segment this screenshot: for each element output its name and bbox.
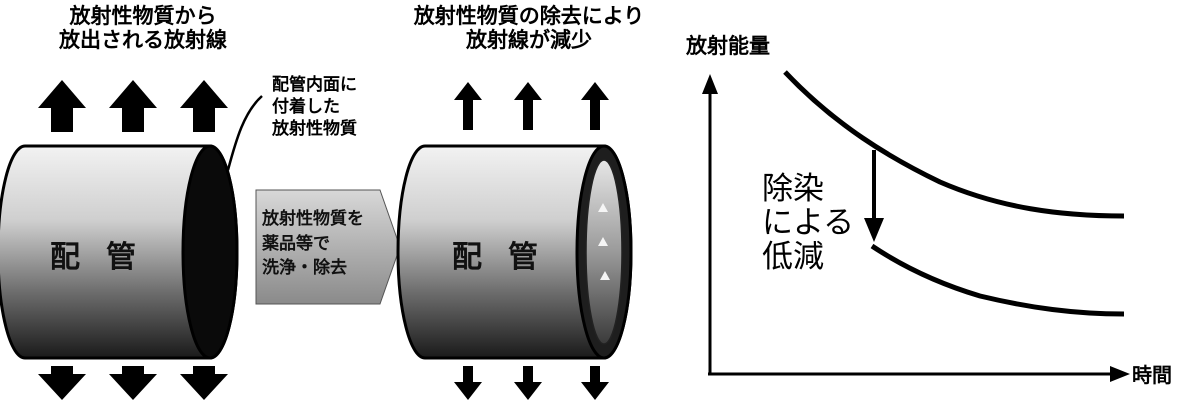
deposit-label-line: 配管内面に	[272, 75, 357, 95]
caption-emitted-radiation: 放射性物質から 放出される放射線	[28, 4, 258, 52]
reduction-arrow	[864, 150, 884, 242]
deposit-leader-line	[226, 95, 263, 171]
up-arrow-icon	[454, 82, 609, 130]
pipe-with-deposit	[0, 95, 263, 360]
down-arrow-icon	[454, 366, 609, 400]
deposit-label: 配管内面に 付着した 放射性物質	[272, 74, 357, 140]
decontamination-label: 除染 による 低減	[762, 172, 854, 274]
down-arrow-icon	[38, 366, 228, 400]
deposit-label-line: 放射性物質	[272, 119, 357, 140]
deposit-end-face	[181, 144, 239, 360]
deposit-label-line: 付着した	[272, 97, 340, 118]
pipe-label-middle: 配管	[452, 240, 564, 275]
caption-line: 放射性物質の除去により	[413, 4, 645, 28]
caption-line: 放出される放射線	[59, 28, 227, 53]
wash-label-line: 薬品等で	[262, 233, 330, 254]
y-axis-label: 放射能量	[686, 34, 770, 58]
wash-label-line: 放射性物質を	[262, 209, 364, 229]
pipe-after-cleaning	[396, 144, 633, 360]
caption-reduced-radiation: 放射性物質の除去により 放射線が減少	[405, 4, 653, 52]
pipe-inner-surface	[585, 159, 623, 345]
wash-remove-label: 放射性物質を 薬品等で 洗浄・除去	[258, 207, 397, 281]
caption-line: 放射性物質から	[69, 4, 217, 28]
decon-label-line: 除染	[762, 171, 824, 207]
caption-line: 放射線が減少	[466, 28, 592, 53]
before-decontamination-curve	[783, 70, 1125, 219]
x-axis-label: 時間	[1132, 363, 1172, 387]
graph-axes	[702, 74, 1130, 382]
chevron-right-icon	[255, 189, 401, 305]
up-arrow-icon	[38, 80, 228, 132]
after-decontamination-curve	[870, 243, 1125, 317]
pipe-label-left: 配管	[50, 240, 162, 275]
decon-label-line: による	[762, 205, 855, 242]
wash-label-line: 洗浄・除去	[262, 258, 347, 279]
decon-label-line: 低減	[762, 239, 824, 276]
